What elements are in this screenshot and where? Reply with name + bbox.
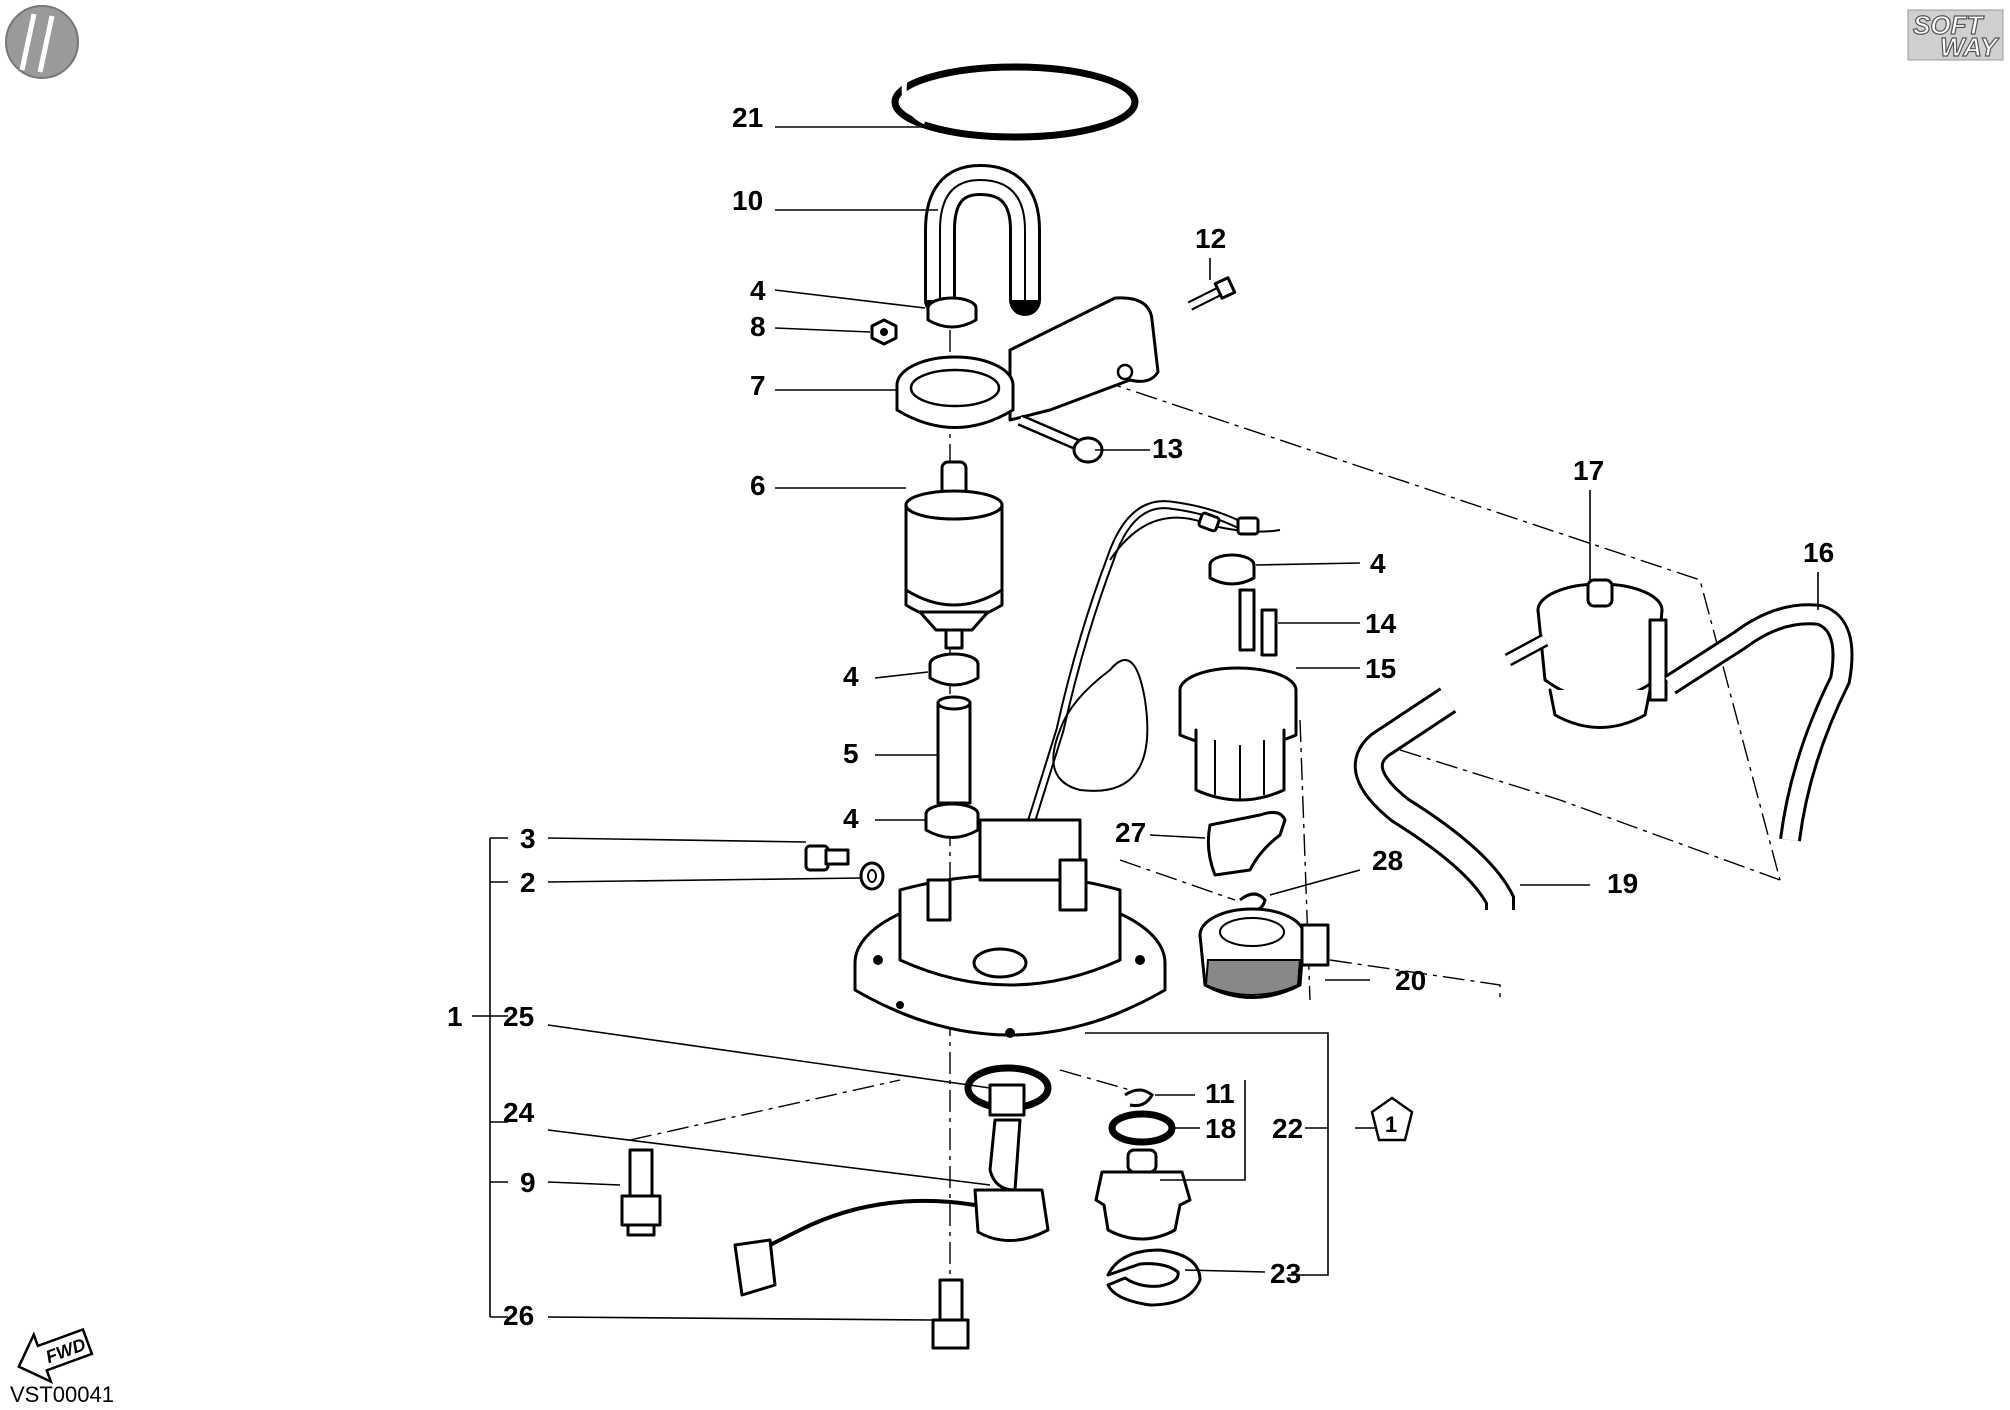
gear-stamp-icon (5, 5, 79, 79)
callout-6: 6 (750, 470, 766, 501)
leader-lines (472, 126, 1819, 1321)
part-3-bolt (804, 844, 850, 872)
part-16-hose (1664, 603, 1854, 842)
callout-27: 27 (1115, 817, 1146, 848)
part-8-nut (870, 318, 898, 346)
part-7-bracket (895, 296, 1160, 429)
callout-3: 3 (520, 823, 536, 854)
callout-9: 9 (520, 1167, 536, 1198)
part-21-o-ring (891, 63, 1139, 141)
drawing-code: VST00041 (10, 1382, 114, 1407)
callout-15: 15 (1365, 653, 1396, 684)
part-15-fuel-pump (1178, 588, 1298, 802)
callout-10: 10 (732, 185, 763, 216)
callout-8: 8 (750, 311, 766, 342)
softway-logo: SOFT WAY (1907, 9, 2004, 63)
note-pentagon-icon: 1 (1370, 1096, 1414, 1142)
part-4-clamp-lower (924, 802, 980, 839)
callout-16: 16 (1803, 537, 1834, 568)
svg-text:WAY: WAY (1940, 32, 2000, 62)
part-26-fitting (931, 1278, 970, 1350)
callout-20: 20 (1395, 965, 1426, 996)
callout-24: 24 (503, 1097, 535, 1128)
part-4-clamp-top (926, 296, 978, 329)
part-12-screw (1187, 276, 1237, 311)
svg-text:SOFT: SOFT (1913, 10, 1984, 40)
callout-17: 17 (1573, 455, 1604, 486)
callout-7: 7 (750, 370, 766, 401)
part-10-hose (924, 164, 1041, 316)
callout-4-lower: 4 (843, 803, 859, 834)
part-19-hose (1353, 687, 1515, 910)
part-9-fitting (620, 1148, 662, 1237)
part-2-washer (859, 861, 885, 891)
assembly-axis-lines (629, 330, 1781, 1290)
part-23-snap-ring (1106, 1248, 1202, 1307)
callout-23: 23 (1270, 1258, 1301, 1289)
callout-13: 13 (1152, 433, 1183, 464)
callout-21: 21 (732, 102, 763, 133)
callout-1: 1 (447, 1001, 463, 1032)
callout-2: 2 (520, 867, 536, 898)
callout-5: 5 (843, 738, 859, 769)
callout-4-middle: 4 (843, 661, 859, 692)
callout-28: 28 (1372, 845, 1403, 876)
part-24-fuel-level-sender (733, 1083, 1050, 1297)
part-13-bolt (1017, 414, 1104, 464)
fwd-arrow-icon: FWD (17, 1327, 94, 1385)
callout-19: 19 (1607, 868, 1638, 899)
part-20-strainer (1198, 907, 1330, 999)
part-5-hose-short (936, 695, 972, 805)
callout-4-pump: 4 (1370, 548, 1386, 579)
callout-26: 26 (503, 1300, 534, 1331)
callout-12: 12 (1195, 223, 1226, 254)
callout-4-top: 4 (750, 275, 766, 306)
part-17-pressure-regulator (1504, 578, 1668, 729)
callout-14: 14 (1365, 608, 1397, 639)
part-4-clamp-middle (928, 652, 980, 687)
part-1-pump-flange (853, 818, 1167, 1038)
part-6-fuel-filter (904, 460, 1004, 650)
callout-labels: 21 10 4 8 7 12 13 6 4 5 4 3 2 1 25 24 9 … (447, 102, 1834, 1331)
part-27-clip (1206, 810, 1287, 877)
callout-11: 11 (1205, 1078, 1235, 1109)
callout-25: 25 (503, 1001, 534, 1032)
callout-18: 18 (1205, 1113, 1236, 1144)
part-22-regulator-body (1094, 1148, 1192, 1241)
callout-22: 22 (1272, 1113, 1303, 1144)
part-18-o-ring (1108, 1110, 1176, 1146)
part-4-clamp-pump (1208, 553, 1256, 586)
svg-text:1: 1 (1385, 1112, 1397, 1137)
part-11-circlip (1124, 1088, 1154, 1107)
wiring-harness (1005, 500, 1281, 892)
